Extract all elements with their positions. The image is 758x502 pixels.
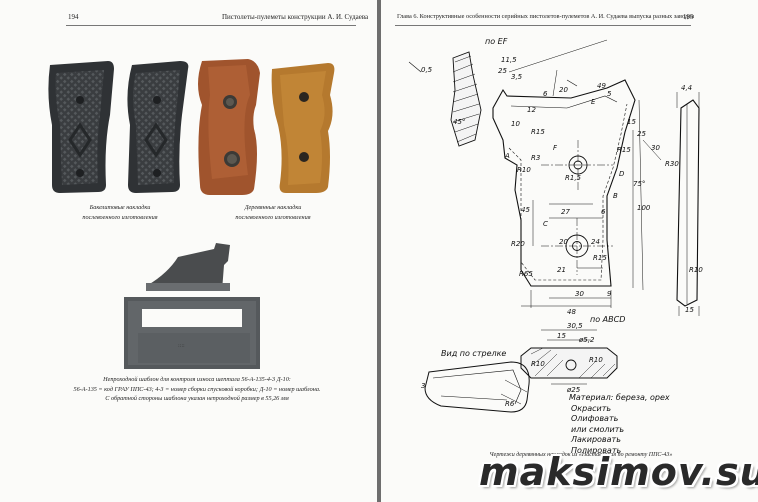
dim-45-deg: 45° <box>453 118 465 126</box>
caption-template-line-1: Непроходной шаблон для контроля износа ш… <box>103 376 291 383</box>
caption-template: Непроходной шаблон для контроля износа ш… <box>52 375 342 404</box>
dim-d25: ø25 <box>566 386 581 394</box>
dim-r3: R3 <box>531 154 540 162</box>
dim-20b: 20 <box>559 238 568 246</box>
dim-30: 30 <box>651 144 660 152</box>
left-page: 194 Пистолеты-пулеметы конструкции А. И.… <box>0 0 377 502</box>
caption-wooden-line-1: Деревянные накладки <box>244 204 302 211</box>
dim-r10b: R10 <box>689 266 703 274</box>
dim-0-5: 0,5 <box>421 66 433 74</box>
caption-bakelite-line-1: Бакелитовые накладки <box>89 204 151 211</box>
dim-3-5: 3,5 <box>511 73 523 81</box>
note-oil: Олифовать <box>571 414 619 423</box>
dim-30b: 30 <box>575 290 584 298</box>
right-page-number: 195 <box>683 13 694 21</box>
dim-r20: R20 <box>511 240 525 248</box>
dim-r10d: R10 <box>589 356 603 364</box>
right-page: Глава 6. Конструктивные особенности сери… <box>381 0 758 502</box>
dim-48: 48 <box>567 308 576 316</box>
dim-r6: R6 <box>505 400 515 408</box>
caption-bakelite: Бакелитовые накладки послевоенного изгот… <box>55 203 185 223</box>
dim-r15: R15 <box>531 128 545 136</box>
dim-25: 25 <box>498 67 507 75</box>
template-gauge-photo: :::: <box>124 243 260 369</box>
label-b: B <box>613 192 618 200</box>
right-running-title: Глава 6. Конструктивные особенности сери… <box>397 13 695 20</box>
bakelite-grip-right <box>127 61 189 193</box>
right-header-rule <box>395 25 691 26</box>
note-lacquer: Лакировать <box>571 435 621 444</box>
dim-r10: R10 <box>517 166 531 174</box>
note-paint: Окрасить <box>571 403 612 413</box>
wooden-grips-photo <box>198 59 335 195</box>
wooden-grip-dark <box>198 59 260 195</box>
dim-r30: R30 <box>665 160 679 168</box>
caption-drawings: Чертежи деревянных накладок из «Наставле… <box>489 452 673 458</box>
dim-15: 15 <box>627 118 636 126</box>
dim-r1-5: R1,5 <box>565 174 582 182</box>
material-notes: Материал: береза, орех Окрасить Олифоват… <box>569 393 670 456</box>
bakelite-grip-left <box>48 61 114 193</box>
dim-100: 100 <box>637 204 651 212</box>
dim-6b: 6 <box>601 208 606 216</box>
dim-21: 21 <box>557 266 566 274</box>
bakelite-grips-photo <box>48 61 189 193</box>
caption-template-line-2: 56-А-135 = код ГРАУ ППС-43; 4-3 = номер … <box>73 385 321 393</box>
dim-27: 27 <box>561 208 570 216</box>
dim-30-5: 30,5 <box>567 322 583 330</box>
label-d: D <box>619 170 625 178</box>
engraved-code: :::: <box>178 343 185 349</box>
caption-wooden-line-2: послевоенного изготовления <box>235 214 311 221</box>
dim-20: 20 <box>559 86 568 94</box>
grip-technical-drawing: по EF по ABCD Вид по стрелке 11,5 25 3,5… <box>408 37 703 413</box>
caption-wooden: Деревянные накладки послевоенного изгото… <box>213 203 333 223</box>
label-po-abcd: по ABCD <box>590 315 625 324</box>
note-polish: Полировать <box>571 445 622 455</box>
dim-5: 5 <box>607 90 612 98</box>
note-resin: или смолить <box>571 424 625 434</box>
label-a: A <box>504 152 510 160</box>
wooden-grip-light <box>271 63 335 193</box>
dim-d5-2: ø5,2 <box>578 336 595 344</box>
label-view-arrow: Вид по стрелке <box>441 349 506 358</box>
dim-11-5: 11,5 <box>501 56 517 64</box>
label-e: E <box>591 98 596 106</box>
dim-6: 6 <box>543 90 548 98</box>
dim-3: 3 <box>421 382 425 390</box>
dim-15c: 15 <box>557 332 566 340</box>
dim-24: 24 <box>591 238 600 246</box>
left-header-rule <box>66 25 356 26</box>
label-f: F <box>553 144 558 152</box>
dim-r65: R65 <box>519 270 533 278</box>
dim-12: 12 <box>527 106 536 114</box>
caption-template-line-3: С обратной стороны шаблона указан непрох… <box>105 395 289 402</box>
dim-r10c: R10 <box>531 360 545 368</box>
label-c: C <box>543 220 548 228</box>
caption-bakelite-line-2: послевоенного изготовления <box>82 214 158 221</box>
dim-25b: 25 <box>637 130 646 138</box>
dim-45: 45 <box>521 206 530 214</box>
note-material: Материал: береза, орех <box>569 393 670 402</box>
dim-49: 49 <box>597 82 606 90</box>
dim-r15b: R15 <box>617 146 631 154</box>
dim-4-4: 4,4 <box>681 84 692 92</box>
dim-75-deg: 75° <box>633 180 645 188</box>
dim-10: 10 <box>511 120 520 128</box>
left-running-title: Пистолеты-пулеметы конструкции А. И. Суд… <box>222 13 369 21</box>
label-po-ef: по EF <box>485 37 508 46</box>
watermark: maksimov.su <box>479 450 758 494</box>
left-page-number: 194 <box>68 13 79 21</box>
dim-15b: 15 <box>685 306 694 314</box>
dim-9: 9 <box>607 290 612 298</box>
dim-r15c: R15 <box>593 254 607 262</box>
